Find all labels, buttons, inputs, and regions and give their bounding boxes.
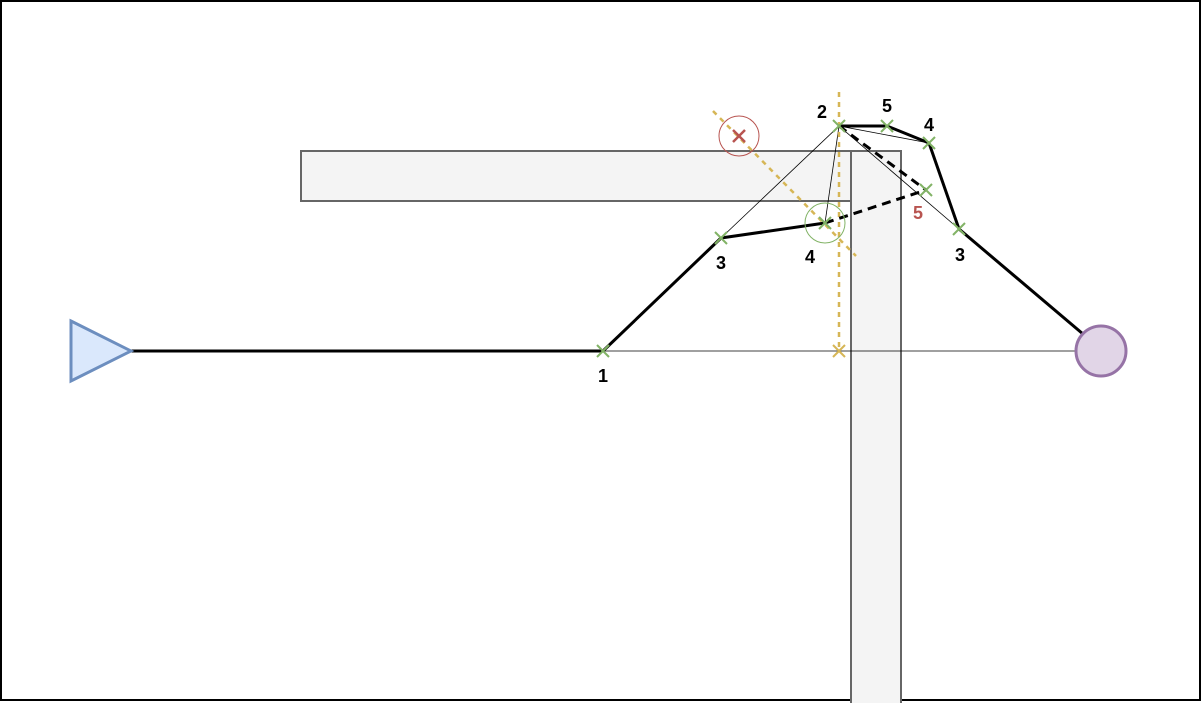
rejected-circle bbox=[718, 115, 760, 157]
thin-line-4-2 bbox=[824, 125, 840, 224]
label-1: 1 bbox=[598, 366, 608, 386]
waypoint-3-right bbox=[952, 222, 966, 236]
label-3-right: 3 bbox=[955, 245, 965, 265]
thin-line-2-4 bbox=[838, 125, 930, 144]
path-5-4 bbox=[886, 124, 930, 145]
start-triangle bbox=[69, 318, 135, 384]
dashed-4-5 bbox=[824, 188, 927, 225]
waypoint-2 bbox=[832, 119, 846, 133]
main-path bbox=[130, 124, 1084, 353]
waypoint-3-left bbox=[714, 231, 728, 245]
waypoint-4-right bbox=[922, 136, 936, 150]
waypoint-5-red bbox=[919, 183, 933, 197]
path-3-4 bbox=[720, 221, 826, 240]
thin-line-3-2 bbox=[720, 125, 840, 239]
waypoint-4-left bbox=[818, 216, 832, 230]
wall-horizontal bbox=[300, 150, 902, 202]
path-3-goal bbox=[958, 227, 1084, 336]
thin-line-2-3 bbox=[838, 125, 960, 230]
goal-circle bbox=[1074, 324, 1128, 378]
waypoint-markers bbox=[596, 119, 966, 358]
accepted-circle bbox=[804, 202, 846, 244]
dashed-path bbox=[824, 124, 927, 225]
dashed-2-5 bbox=[838, 124, 927, 192]
projection-marker bbox=[832, 344, 846, 358]
path-1-3 bbox=[601, 236, 723, 353]
label-4-right: 4 bbox=[924, 115, 934, 135]
label-5-red: 5 bbox=[913, 203, 923, 223]
wall-vertical bbox=[850, 150, 902, 703]
label-5-top: 5 bbox=[882, 96, 892, 116]
path-4-3 bbox=[927, 142, 961, 230]
rejected-marker bbox=[732, 129, 746, 143]
label-4-left: 4 bbox=[805, 247, 815, 267]
waypoint-5-top bbox=[880, 119, 894, 133]
label-2: 2 bbox=[817, 102, 827, 122]
label-3-left: 3 bbox=[716, 253, 726, 273]
waypoint-1 bbox=[596, 344, 610, 358]
